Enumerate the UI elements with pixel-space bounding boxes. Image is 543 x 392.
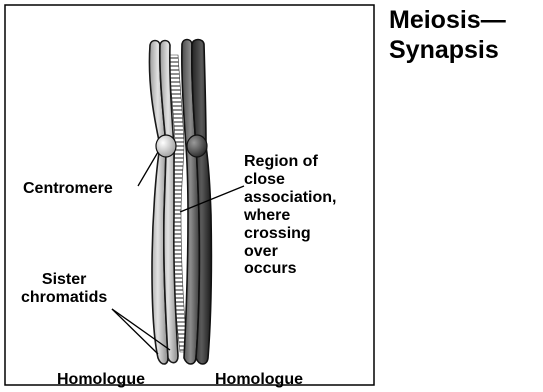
region-label-line: over (244, 243, 336, 261)
region-label-line: association, (244, 189, 336, 207)
sister-label-line: chromatids (21, 289, 107, 307)
sister-chromatids-label: Sister chromatids (21, 271, 107, 307)
left-centromere (156, 135, 176, 157)
region-label: Region of close association, where cross… (244, 153, 336, 278)
sister-label-line: Sister (21, 271, 107, 289)
homologue-left-label: Homologue (57, 371, 145, 389)
homologue-right-label: Homologue (215, 371, 303, 389)
centromere-label: Centromere (23, 180, 113, 198)
region-label-line: crossing (244, 225, 336, 243)
region-label-line: close (244, 171, 336, 189)
right-centromere (187, 135, 207, 157)
title-line-1: Meiosis— (389, 8, 506, 33)
region-label-line: where (244, 207, 336, 225)
region-label-line: Region of (244, 153, 336, 171)
region-label-line: occurs (244, 260, 336, 278)
title-line-2: Synapsis (389, 38, 499, 63)
